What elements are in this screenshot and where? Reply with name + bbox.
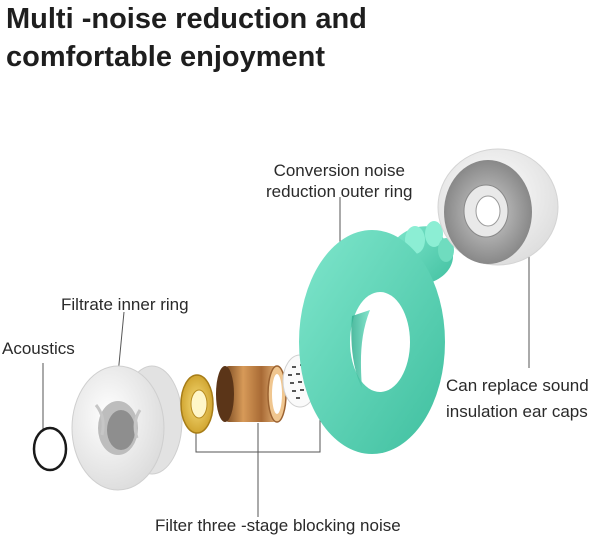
label-ear-caps: Can replace sound insulation ear caps [446, 373, 589, 425]
label-filtrate-inner-ring: Filtrate inner ring [61, 294, 189, 315]
label-acoustics: Acoustics [2, 338, 75, 359]
label-conversion-ring: Conversion noise reduction outer ring [266, 160, 412, 202]
o-ring-acoustics [34, 428, 66, 470]
label-conversion-ring-line2: reduction outer ring [266, 181, 412, 202]
copper-filter-sleeve [216, 366, 286, 422]
label-conversion-ring-line1: Conversion noise [266, 160, 412, 181]
gold-filter-disc [181, 375, 213, 433]
label-ear-caps-line1: Can replace sound [446, 373, 589, 399]
label-ear-caps-line2: insulation ear caps [446, 399, 589, 425]
ear-cap-part [438, 149, 558, 265]
conversion-outer-ring-part [299, 221, 454, 454]
filtrate-inner-ring-part [72, 366, 182, 490]
label-filter-stage: Filter three -stage blocking noise [155, 515, 401, 536]
